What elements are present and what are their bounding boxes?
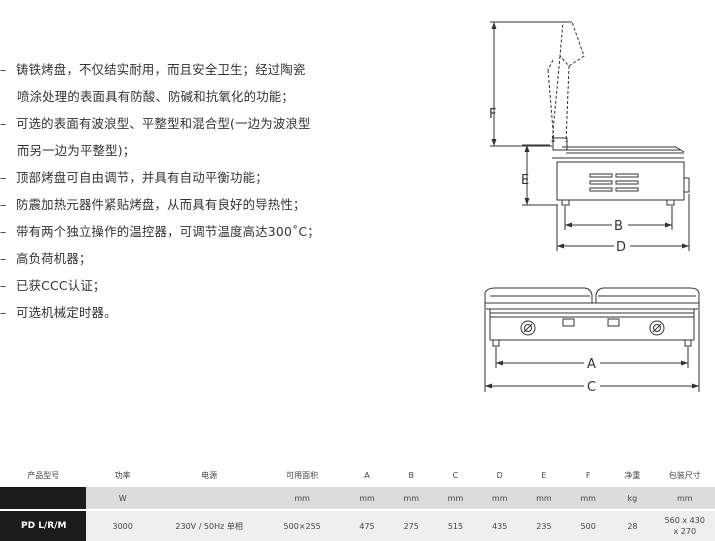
pack-size-line: 560 x 430 xyxy=(664,516,705,525)
feature-item: –可选的表面有波浪型、平整型和混合型(一边为波浪型 xyxy=(0,110,350,137)
weight-cell: 28 xyxy=(610,509,655,541)
unit-cell: mm xyxy=(566,487,611,510)
feature-item: –已获CCC认证； xyxy=(0,272,350,299)
feature-item: –可选机械定时器。 xyxy=(0,299,350,326)
supply-cell: 230V / 50Hz 单相 xyxy=(158,509,260,541)
b-cell: 275 xyxy=(389,509,434,541)
col-header: B xyxy=(408,470,414,480)
dash-bullet: – xyxy=(0,224,7,239)
feature-list: –铸铁烤盘，不仅结实耐用，而且安全卫生；经过陶瓷 喷涂处理的表面具有防酸、防碱和… xyxy=(0,56,350,326)
unit-cell: mm xyxy=(389,487,434,510)
pack-size-line: x 270 xyxy=(673,527,697,536)
dash-bullet: – xyxy=(0,278,7,293)
e-label: E xyxy=(521,173,529,188)
d-label: D xyxy=(616,240,626,255)
col-header: D xyxy=(496,470,503,480)
technical-drawing: F E xyxy=(484,21,700,395)
col-header: 净重 xyxy=(624,470,641,480)
feature-item: –顶部烤盘可自由调节，并具有自动平衡功能； xyxy=(0,164,350,191)
a-cell: 475 xyxy=(344,509,390,541)
feature-item-continued: 而另一边为平整型)； xyxy=(17,143,136,158)
dash-bullet: – xyxy=(0,251,7,266)
col-header: 包装尺寸 xyxy=(668,470,701,480)
col-header: E xyxy=(541,470,547,480)
unit-cell: mm xyxy=(521,487,567,510)
col-header: A xyxy=(364,470,370,480)
raised-lid-outline xyxy=(547,21,585,143)
unit-cell: mm xyxy=(433,487,478,510)
unit-cell xyxy=(158,487,260,510)
dash-bullet: – xyxy=(0,116,7,131)
c-label: C xyxy=(587,380,596,395)
model-cell: PD L/R/M xyxy=(0,509,87,541)
feature-item: –带有两个独立操作的温控器，可调节温度高达300˚C； xyxy=(0,218,350,245)
a-label: A xyxy=(587,357,596,372)
table-units-row: W mm mm mm mm mm mm mm kg mm xyxy=(0,487,715,510)
col-header: F xyxy=(585,470,591,480)
d-cell: 435 xyxy=(477,509,522,541)
table-header-row: 产品型号 功率 电源 可用面积 A B C D E F 净重 包装尺寸 xyxy=(0,463,715,487)
area-cell: 500×255 xyxy=(259,509,345,541)
pack-size-cell: 560 x 430 x 270 xyxy=(654,509,715,541)
unit-cell xyxy=(0,487,87,510)
feature-item: –高负荷机器； xyxy=(0,245,350,272)
table-row: PD L/R/M 3000 230V / 50Hz 单相 500×255 475… xyxy=(0,509,715,541)
front-view: A C xyxy=(484,287,700,395)
power-cell: 3000 xyxy=(86,509,159,541)
f-cell: 500 xyxy=(566,509,611,541)
dash-bullet: – xyxy=(0,197,7,212)
side-view: F E xyxy=(489,21,690,255)
b-label: B xyxy=(614,219,623,234)
unit-cell: kg xyxy=(610,487,655,510)
col-header: 功率 xyxy=(114,470,131,480)
col-header: 产品型号 xyxy=(27,470,60,480)
unit-cell: W xyxy=(86,487,159,510)
dash-bullet: – xyxy=(0,305,7,320)
feature-item: –铸铁烤盘，不仅结实耐用，而且安全卫生；经过陶瓷 xyxy=(0,56,350,83)
spec-table: 产品型号 功率 电源 可用面积 A B C D E F 净重 包装尺寸 W mm… xyxy=(0,463,715,541)
col-header: C xyxy=(452,470,459,480)
unit-cell: mm xyxy=(477,487,522,510)
e-cell: 235 xyxy=(521,509,567,541)
f-label: F xyxy=(489,107,496,122)
col-header: 可用面积 xyxy=(286,470,319,480)
c-cell: 515 xyxy=(433,509,478,541)
unit-cell: mm xyxy=(259,487,345,510)
dash-bullet: – xyxy=(0,62,7,77)
col-header: 电源 xyxy=(201,470,218,480)
unit-cell: mm xyxy=(654,487,715,510)
feature-item-continued: 喷涂处理的表面具有防酸、防碱和抗氧化的功能； xyxy=(17,89,294,104)
unit-cell: mm xyxy=(344,487,390,510)
dash-bullet: – xyxy=(0,170,7,185)
feature-item: –防震加热元器件紧贴烤盘，从而具有良好的导热性； xyxy=(0,191,350,218)
